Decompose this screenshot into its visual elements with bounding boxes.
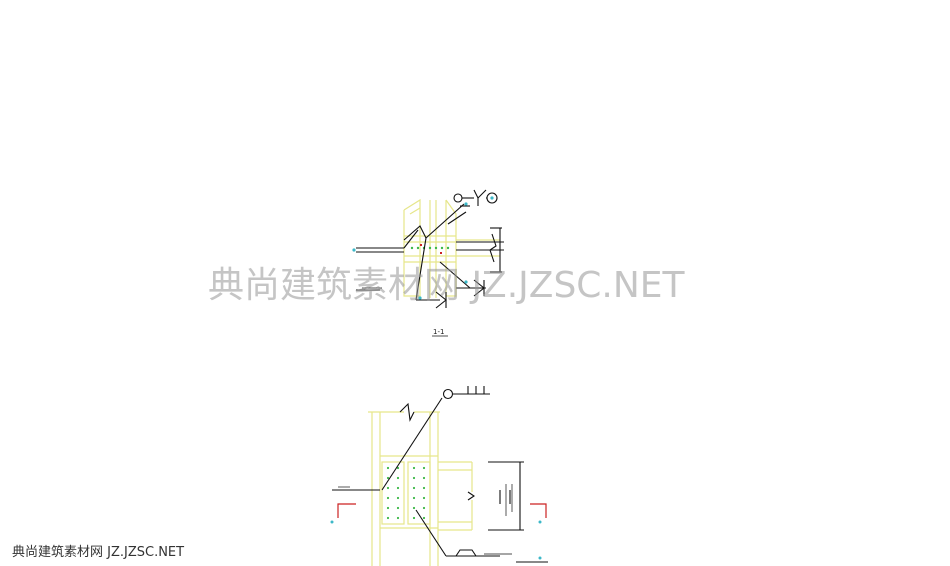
bolt-mark xyxy=(422,476,426,480)
bolt-mark xyxy=(422,506,426,510)
bolt-mark xyxy=(412,516,416,520)
watermark-main: 典尚建筑素材网 JZ.JZSC.NET xyxy=(208,265,685,306)
bolt-mark xyxy=(412,496,416,500)
bolt-mark xyxy=(422,496,426,500)
top-detail: 1-1 xyxy=(352,189,504,337)
bolt-mark xyxy=(396,496,400,500)
bottom-bolt-grid xyxy=(386,466,426,520)
bolt-mark xyxy=(396,516,400,520)
bolt-mark xyxy=(422,486,426,490)
bottom-steel-members xyxy=(368,411,473,566)
top-markers xyxy=(352,196,494,300)
bolt-mark xyxy=(396,486,400,490)
bolt-mark xyxy=(386,486,390,490)
watermark-corner: 典尚建筑素材网 JZ.JZSC.NET xyxy=(12,545,185,560)
bolt-mark xyxy=(386,476,390,480)
bolt-mark xyxy=(422,466,426,470)
bolt-mark xyxy=(396,466,400,470)
bottom-annotations xyxy=(332,386,548,563)
bolt-mark xyxy=(396,506,400,510)
bolt-mark xyxy=(386,496,390,500)
bolt-mark xyxy=(386,516,390,520)
top-annotations xyxy=(356,189,504,309)
bottom-section-markers xyxy=(337,503,547,518)
bolt-mark xyxy=(422,516,426,520)
bolt-mark xyxy=(412,486,416,490)
top-steel-members xyxy=(403,198,500,298)
bottom-markers xyxy=(330,520,542,560)
bolt-mark xyxy=(396,476,400,480)
section-label: 1-1 xyxy=(433,328,444,336)
bolt-mark xyxy=(412,476,416,480)
top-bolts xyxy=(410,246,450,250)
bottom-small-text-marks xyxy=(338,287,513,555)
bolt-mark xyxy=(386,506,390,510)
bolt-mark xyxy=(412,506,416,510)
bottom-detail xyxy=(330,287,548,566)
bolt-mark xyxy=(386,466,390,470)
bolt-mark xyxy=(412,466,416,470)
